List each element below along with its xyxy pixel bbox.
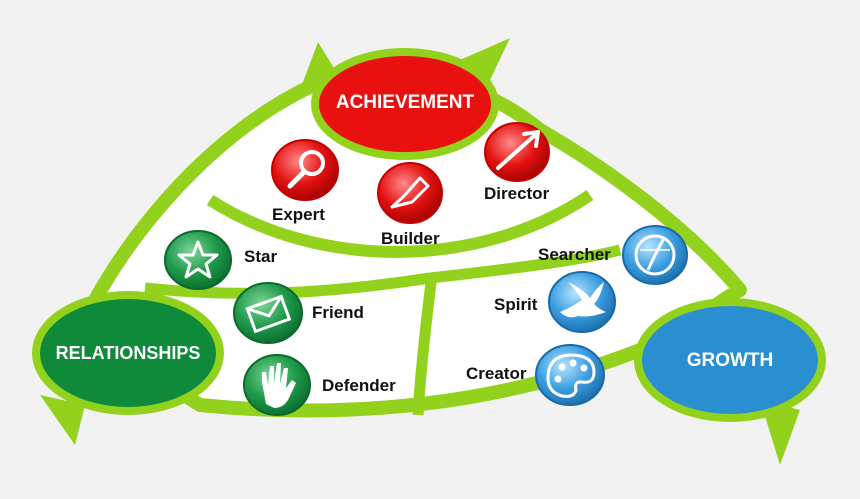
defender-icon-circle [243, 354, 311, 416]
arrow-tip-top-right [460, 38, 510, 80]
star-label: Star [244, 247, 278, 266]
friend-label: Friend [312, 303, 364, 322]
magnifier-icon [299, 150, 325, 176]
hand-icon [262, 363, 296, 408]
creator-label: Creator [466, 364, 527, 383]
director-label: Director [484, 184, 550, 203]
expert-label: Expert [272, 205, 325, 224]
searcher-icon-circle [622, 225, 688, 285]
builder-icon-circle [377, 162, 443, 224]
trowel-icon [390, 176, 430, 209]
achievement-label: ACHIEVEMENT [335, 92, 475, 113]
divider-vertical [412, 274, 438, 416]
builder-label: Builder [381, 229, 440, 248]
creator-icon-circle [535, 344, 605, 406]
spirit-icon-circle [548, 271, 616, 333]
defender-label: Defender [322, 376, 396, 395]
star-icon-circle [164, 230, 232, 290]
star-icon [177, 240, 219, 279]
relationships-label: RELATIONSHIPS [55, 343, 201, 363]
divider-right-lower [429, 244, 622, 284]
growth-label: GROWTH [686, 350, 774, 371]
compass-icon [634, 234, 676, 276]
expert-icon-circle [271, 139, 339, 201]
divider-left-lower [144, 272, 431, 299]
envelope-icon [245, 294, 292, 334]
arrow-icon [496, 134, 536, 170]
spirit-label: Spirit [494, 295, 538, 314]
palette-icon [546, 353, 596, 398]
searcher-label: Searcher [538, 245, 611, 264]
growth-hub [634, 298, 826, 422]
friend-icon-circle [233, 282, 303, 344]
director-icon-circle [484, 122, 550, 182]
achievement-hub [311, 48, 499, 160]
arrow-tip-bottom-left [40, 395, 85, 445]
relationships-hub [32, 291, 224, 415]
divider-top [206, 190, 594, 258]
dove-icon [560, 282, 606, 318]
